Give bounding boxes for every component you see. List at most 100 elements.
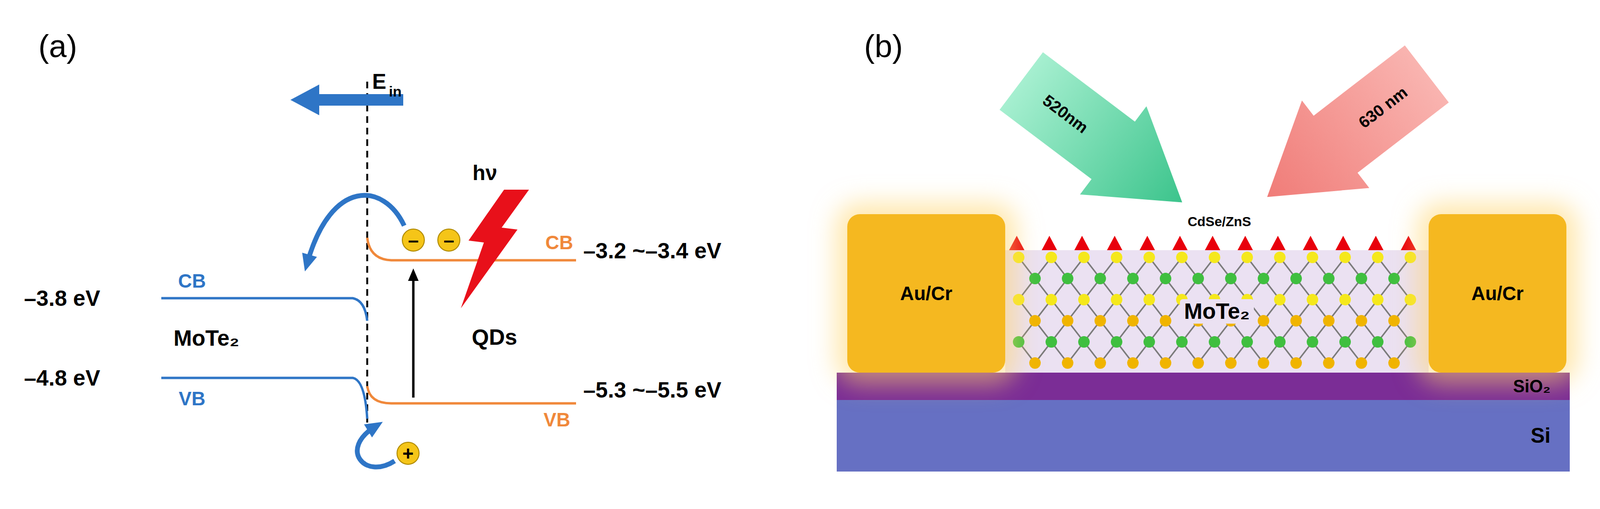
band-name: VB — [543, 409, 571, 431]
material-name: MoTe₂ — [173, 325, 240, 351]
light-bolt — [460, 189, 530, 309]
energy-value: –3.8 eV — [24, 286, 101, 311]
light-arrow: 520nm — [987, 36, 1216, 247]
quantum-dot — [1368, 235, 1384, 251]
lattice-atom — [1306, 251, 1319, 264]
lattice-atom — [1012, 251, 1025, 264]
lattice-atom — [1225, 272, 1237, 285]
lattice-atom — [1241, 336, 1253, 348]
node-label: MoTe₂ — [1179, 299, 1254, 324]
lattice-atom — [1143, 336, 1155, 348]
band-name: CB — [178, 270, 206, 292]
energy-value: –3.2 ~–3.4 eV — [583, 238, 722, 264]
lattice-atom — [1404, 336, 1417, 348]
lattice-atom — [1110, 336, 1123, 348]
quantum-dot — [1270, 235, 1286, 251]
excitation-arrow — [412, 274, 415, 398]
lattice-atom — [1404, 251, 1417, 264]
lattice-atom — [1045, 251, 1058, 264]
photon-label: hν — [472, 161, 497, 185]
lattice-atom — [1339, 293, 1351, 306]
lattice-atom — [1208, 251, 1221, 264]
lattice-atom — [1323, 272, 1335, 285]
node-label: Au/Cr — [1471, 282, 1524, 304]
band-name: VB — [178, 387, 206, 410]
electrode: Au/Cr — [1428, 214, 1567, 373]
quantum-dot — [1172, 235, 1188, 251]
lattice-atom — [1339, 336, 1351, 348]
quantum-dot — [1302, 235, 1319, 251]
charge-sign: – — [443, 229, 455, 251]
quantum-dots — [1009, 235, 1417, 251]
quantum-dot — [1400, 235, 1417, 251]
lattice-atom — [1110, 251, 1123, 264]
lattice-atom — [1127, 272, 1139, 285]
lattice-atom — [1290, 272, 1302, 285]
charge-sign: + — [402, 442, 414, 464]
quantum-dot — [1041, 235, 1058, 251]
electron-transfer-arrow — [307, 195, 405, 264]
lattice-atom — [1371, 251, 1384, 264]
node-label: SiO₂ — [1513, 376, 1551, 397]
arrow-body — [987, 36, 1216, 247]
lattice-atom — [1257, 272, 1270, 285]
lattice-atom — [1012, 293, 1025, 306]
node-label: Si — [1530, 423, 1551, 447]
lattice-atom — [1045, 336, 1058, 348]
lattice-atom — [1257, 357, 1270, 369]
lattice-atom — [1323, 314, 1335, 327]
light-arrow: 630 nm — [1233, 30, 1461, 241]
lattice-atom — [1241, 251, 1253, 264]
channel: MoTe₂ — [1005, 250, 1429, 373]
lattice-atom — [1290, 314, 1302, 327]
lattice-atom — [1355, 314, 1368, 327]
lattice-atom — [1094, 357, 1107, 369]
lattice-atom — [1306, 336, 1319, 348]
field-subscript: in — [388, 83, 402, 100]
lattice-atom — [1323, 357, 1335, 369]
material-name: CdSe/ZnS — [1187, 214, 1252, 230]
panel-label: (b) — [864, 28, 903, 64]
lattice-atom — [1274, 251, 1286, 264]
lattice-atom — [1143, 251, 1155, 264]
mote2-vb-line — [161, 377, 368, 419]
lattice-atom — [1257, 314, 1270, 327]
qd-cb-line — [367, 237, 577, 261]
substrate: Si — [836, 399, 1570, 472]
arrow-body — [1233, 30, 1461, 241]
lattice-atom — [1159, 272, 1172, 285]
electron: – — [437, 228, 461, 252]
hole-transfer-arrow — [357, 426, 395, 467]
si-substrate — [836, 399, 1570, 472]
quantum-dot — [1139, 235, 1155, 251]
lattice-atom — [1094, 314, 1107, 327]
lattice-atom — [1274, 336, 1286, 348]
quantum-dot — [1335, 235, 1351, 251]
energy-value: –5.3 ~–5.5 eV — [583, 377, 722, 403]
lattice-atom — [1159, 314, 1172, 327]
panel-label: (a) — [38, 28, 78, 64]
lattice-atom — [1371, 293, 1384, 306]
lattice-atom — [1355, 272, 1368, 285]
lattice-atom — [1078, 293, 1090, 306]
node-label: Au/Cr — [900, 282, 953, 304]
lattice-atom — [1029, 272, 1041, 285]
lattice-atom — [1388, 357, 1400, 369]
lattice-atom — [1176, 336, 1188, 348]
lattice-atom — [1192, 272, 1204, 285]
lattice-atom — [1012, 336, 1025, 348]
band-name: CB — [545, 231, 574, 253]
lattice-atom — [1094, 272, 1107, 285]
lattice-atom — [1404, 293, 1417, 306]
lattice-atom — [1061, 272, 1074, 285]
lattice-atom — [1127, 314, 1139, 327]
field-arrow — [290, 84, 404, 116]
lattice-atom — [1029, 357, 1041, 369]
hole: + — [396, 441, 420, 465]
electron: – — [401, 228, 425, 252]
interface-line — [366, 81, 369, 423]
lattice-atom — [1355, 357, 1368, 369]
lattice-atom — [1290, 357, 1302, 369]
